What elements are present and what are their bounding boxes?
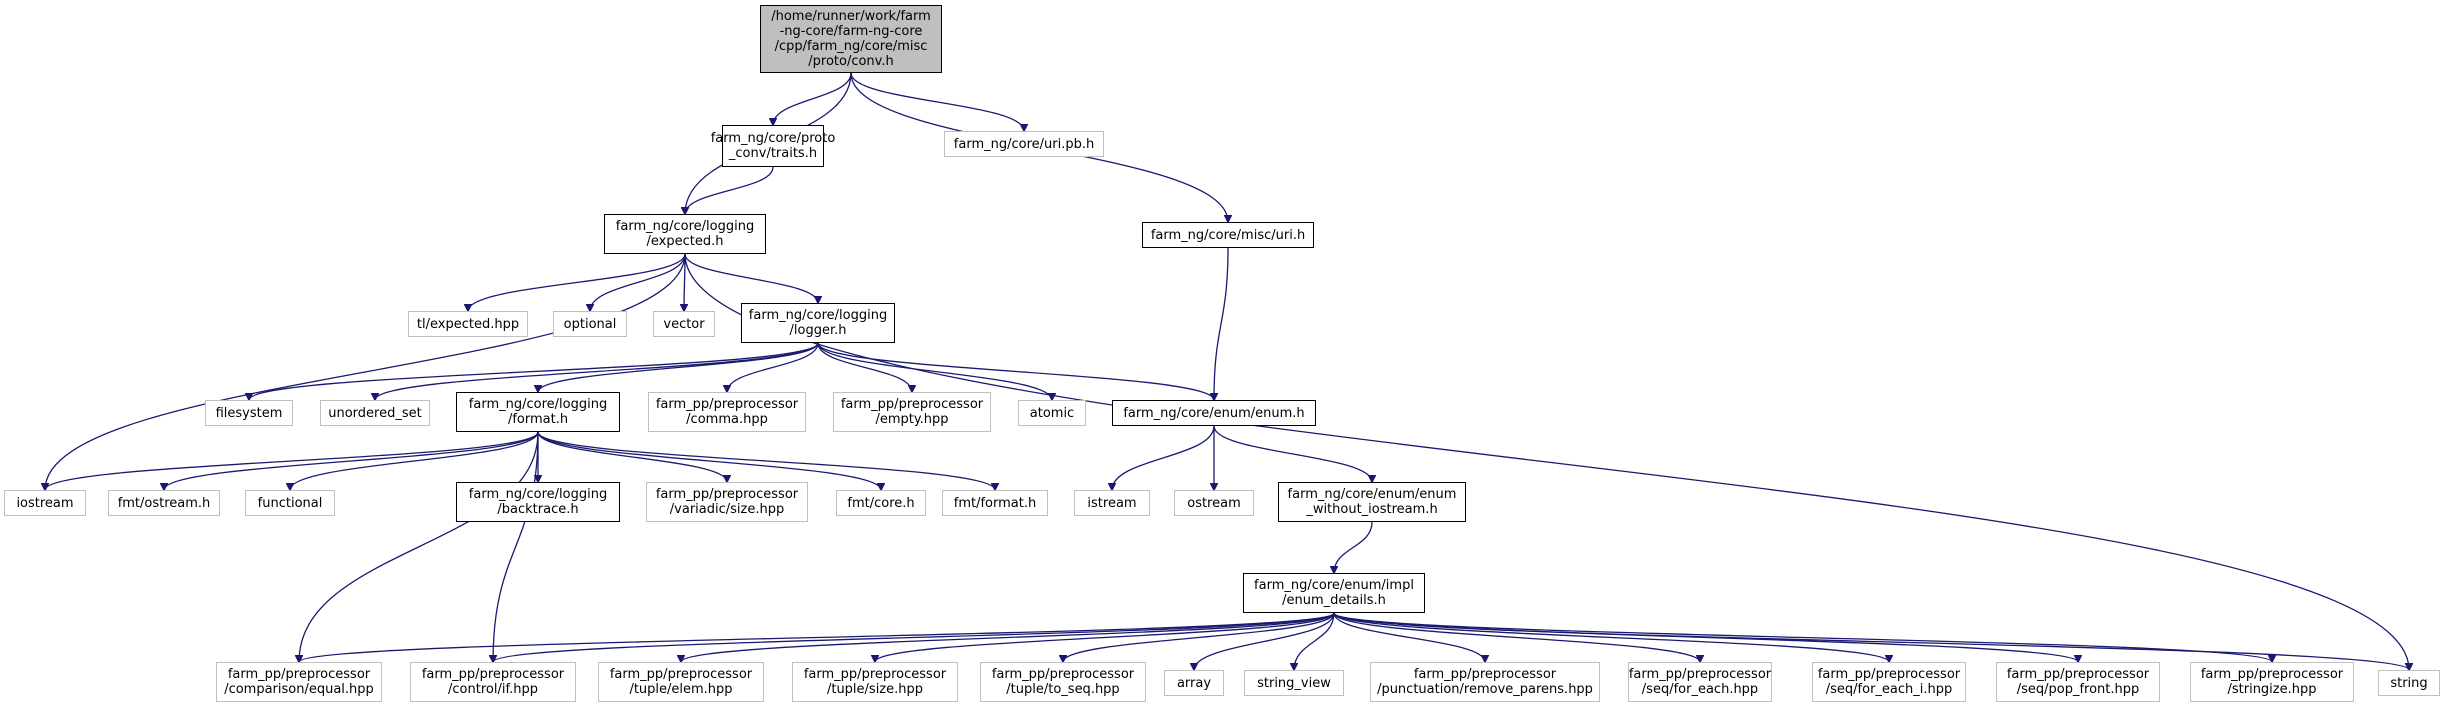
node-popfront: farm_pp/preprocessor /seq/pop_front.hpp [1996,662,2160,702]
edge-logger-to-format [538,342,819,392]
node-atomic: atomic [1018,400,1086,426]
edge-expected-to-logger [684,253,818,303]
edge-details-to-stringize [1333,612,2272,662]
node-conv[interactable]: /home/runner/work/farm -ng-core/farm-ng-… [760,5,942,73]
edge-format-to-functional [290,431,539,490]
edge-expected-to-tlexp [468,253,686,311]
edge-enumh-to-enumwo [1213,425,1372,482]
edge-details-to-tsize [875,612,1335,662]
edge-details-to-string [1333,612,2409,670]
node-details[interactable]: farm_ng/core/enum/impl /enum_details.h [1243,573,1425,613]
node-foreachi: farm_pp/preprocessor /seq/for_each_i.hpp [1812,662,1966,702]
node-vector: vector [653,311,715,337]
node-equal: farm_pp/preprocessor /comparison/equal.h… [216,662,382,702]
edge-traits-to-expected [685,166,774,214]
node-stringize: farm_pp/preprocessor /stringize.hpp [2190,662,2354,702]
edge-expected-to-optional [590,253,686,311]
edge-conv-to-traits [773,72,852,125]
node-enumh[interactable]: farm_ng/core/enum/enum.h [1112,400,1316,426]
node-removeparens: farm_pp/preprocessor /punctuation/remove… [1370,662,1600,702]
edge-details-to-foreachi [1333,612,1889,662]
edge-format-to-fmtformat [537,431,995,490]
node-expected[interactable]: farm_ng/core/logging /expected.h [604,214,766,254]
edge-format-to-equal [299,431,539,662]
node-ifhpp: farm_pp/preprocessor /control/if.hpp [410,662,576,702]
edge-details-to-ifhpp [493,612,1335,662]
edge-enumh-to-istream [1112,425,1215,490]
edge-details-to-removeparens [1333,612,1485,662]
node-traits[interactable]: farm_ng/core/proto _conv/traits.h [711,125,835,167]
edge-details-to-strview [1294,612,1335,670]
node-enumwo[interactable]: farm_ng/core/enum/enum _without_iostream… [1278,482,1466,522]
edge-details-to-toseq [1063,612,1335,662]
node-tsize: farm_pp/preprocessor /tuple/size.hpp [792,662,958,702]
node-elem: farm_pp/preprocessor /tuple/elem.hpp [598,662,764,702]
edge-details-to-elem [681,612,1335,662]
node-empty: farm_pp/preprocessor /empty.hpp [833,392,991,432]
edge-format-to-ifhpp [493,431,539,662]
edge-details-to-foreach [1333,612,1700,662]
edge-logger-to-unordered [375,342,819,400]
node-backtrace[interactable]: farm_ng/core/logging /backtrace.h [456,482,620,522]
edge-logger-to-empty [817,342,912,392]
edge-details-to-array [1194,612,1335,670]
edge-logger-to-atomic [817,342,1052,400]
node-string: string [2378,670,2440,696]
edge-expected-to-string [684,253,2409,670]
node-toseq: farm_pp/preprocessor /tuple/to_seq.hpp [980,662,1146,702]
node-functional: functional [245,490,335,516]
node-optional: optional [553,311,627,337]
edge-details-to-equal [299,612,1335,662]
node-uripb: farm_ng/core/uri.pb.h [944,131,1104,157]
node-strview: string_view [1244,670,1344,696]
node-iostream: iostream [4,490,86,516]
node-format[interactable]: farm_ng/core/logging /format.h [456,392,620,432]
edge-expected-to-iostream [45,253,686,490]
node-filesystem: filesystem [205,400,293,426]
node-miscuri[interactable]: farm_ng/core/misc/uri.h [1142,222,1314,248]
node-variadic: farm_pp/preprocessor /variadic/size.hpp [646,482,808,522]
edge-format-to-variadic [537,431,727,482]
node-istream: istream [1074,490,1150,516]
edge-format-to-fmtostream [164,431,539,490]
edge-logger-to-comma [727,342,819,392]
node-fmtformat: fmt/format.h [942,490,1048,516]
edge-format-to-fmtcore [537,431,881,490]
edge-format-to-iostream [45,431,539,490]
node-array: array [1164,670,1224,696]
edge-logger-to-filesystem [249,342,819,400]
node-ostream: ostream [1174,490,1254,516]
edge-logger-to-enumh [817,342,1214,400]
edge-conv-to-uripb [850,72,1024,131]
node-logger[interactable]: farm_ng/core/logging /logger.h [741,303,895,343]
edge-miscuri-to-enumh [1214,247,1229,400]
node-unordered: unordered_set [320,400,430,426]
node-tlexp: tl/expected.hpp [408,311,528,337]
node-fmtostream: fmt/ostream.h [108,490,220,516]
node-comma: farm_pp/preprocessor /comma.hpp [648,392,806,432]
node-fmtcore: fmt/core.h [836,490,926,516]
node-foreach: farm_pp/preprocessor /seq/for_each.hpp [1628,662,1772,702]
edge-enumwo-to-details [1334,521,1373,573]
